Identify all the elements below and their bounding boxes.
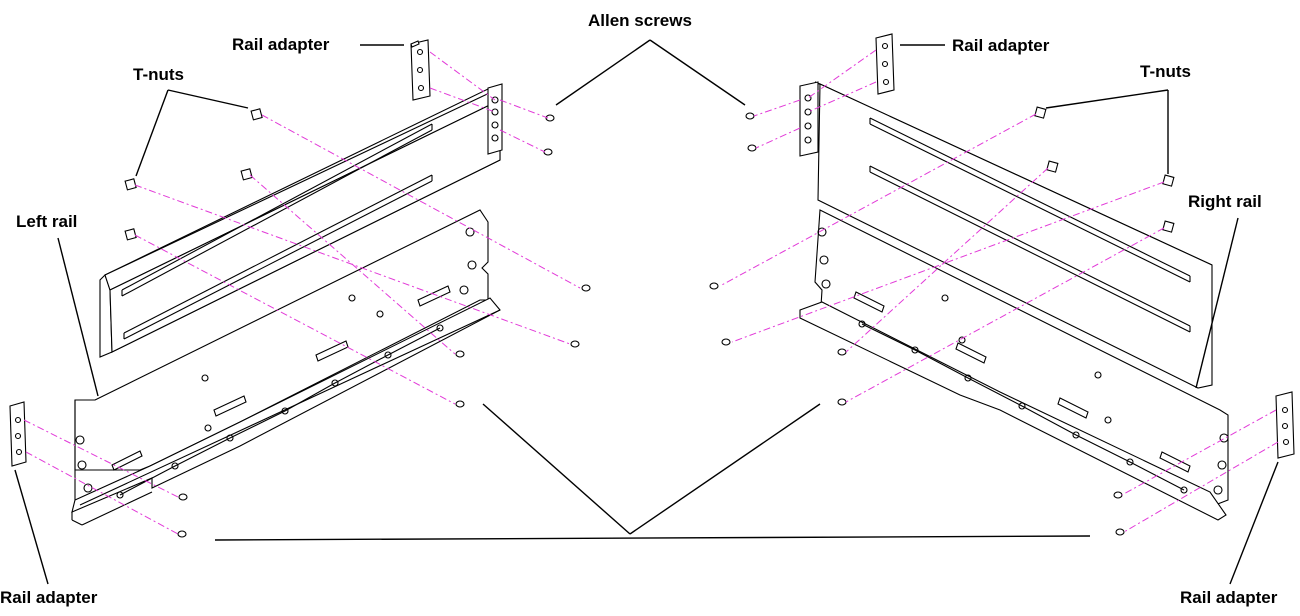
label-right-rail: Right rail <box>1188 192 1262 211</box>
right-lower-rail-part <box>799 209 1229 521</box>
label-leader-lines <box>14 39 1279 585</box>
left-upper-rail-part <box>99 83 503 358</box>
label-left-rail: Left rail <box>16 212 78 231</box>
label-rail-adapter-top-left: Rail adapter <box>232 35 330 54</box>
label-rail-adapter-bottom-left: Rail adapter <box>0 588 98 607</box>
left-top-rail-adapter-part <box>410 39 431 101</box>
label-allen-screws: Allen screws <box>588 11 692 30</box>
label-rail-adapter-top-right: Rail adapter <box>952 36 1050 55</box>
label-t-nuts-right: T-nuts <box>1140 62 1191 81</box>
left-alignment-guides <box>23 51 581 535</box>
right-bottom-rail-adapter-part <box>1275 391 1295 459</box>
label-rail-adapter-bottom-right: Rail adapter <box>1180 588 1278 607</box>
right-upper-rail-part <box>799 81 1213 389</box>
right-t-nuts-parts <box>1034 106 1175 233</box>
right-top-rail-adapter-part <box>875 33 895 95</box>
left-lower-rail-part <box>71 209 501 526</box>
right-alignment-guides <box>719 49 1279 533</box>
left-t-nuts-parts <box>124 108 263 241</box>
right-allen-screws-parts <box>709 112 1125 536</box>
left-bottom-rail-adapter-part <box>9 401 27 467</box>
label-t-nuts-left: T-nuts <box>133 65 184 84</box>
left-allen-screws-parts <box>177 114 591 538</box>
